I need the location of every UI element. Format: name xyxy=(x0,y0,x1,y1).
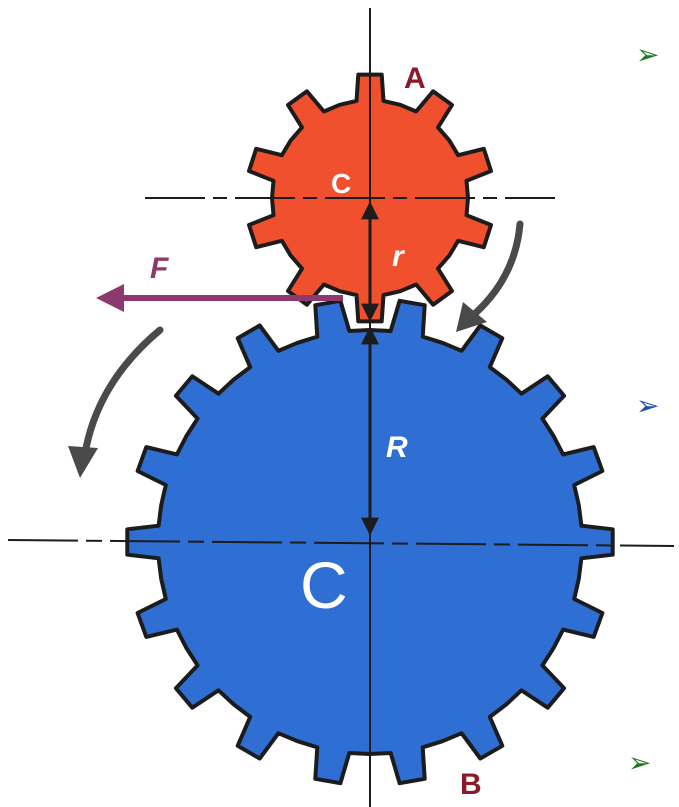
radius-R-label: R xyxy=(386,431,408,464)
large-gear-horizontal-axis xyxy=(7,539,675,547)
large-center-label: C xyxy=(300,548,348,622)
gear-a-label: A xyxy=(404,62,426,95)
force-label: F xyxy=(150,252,169,285)
radius-r-label: r xyxy=(392,240,406,273)
bullet-arrow-icon: ➢ xyxy=(636,389,659,422)
rotation-arrow-small xyxy=(456,220,524,332)
force-arrow xyxy=(96,284,343,312)
gear-b-label: B xyxy=(460,768,482,801)
small-center-label: C xyxy=(331,168,351,199)
bullet-arrow-icon: ➢ xyxy=(628,746,651,779)
bullet-arrow-icon: ➢ xyxy=(636,38,659,71)
rotation-arrow-large xyxy=(68,326,164,478)
